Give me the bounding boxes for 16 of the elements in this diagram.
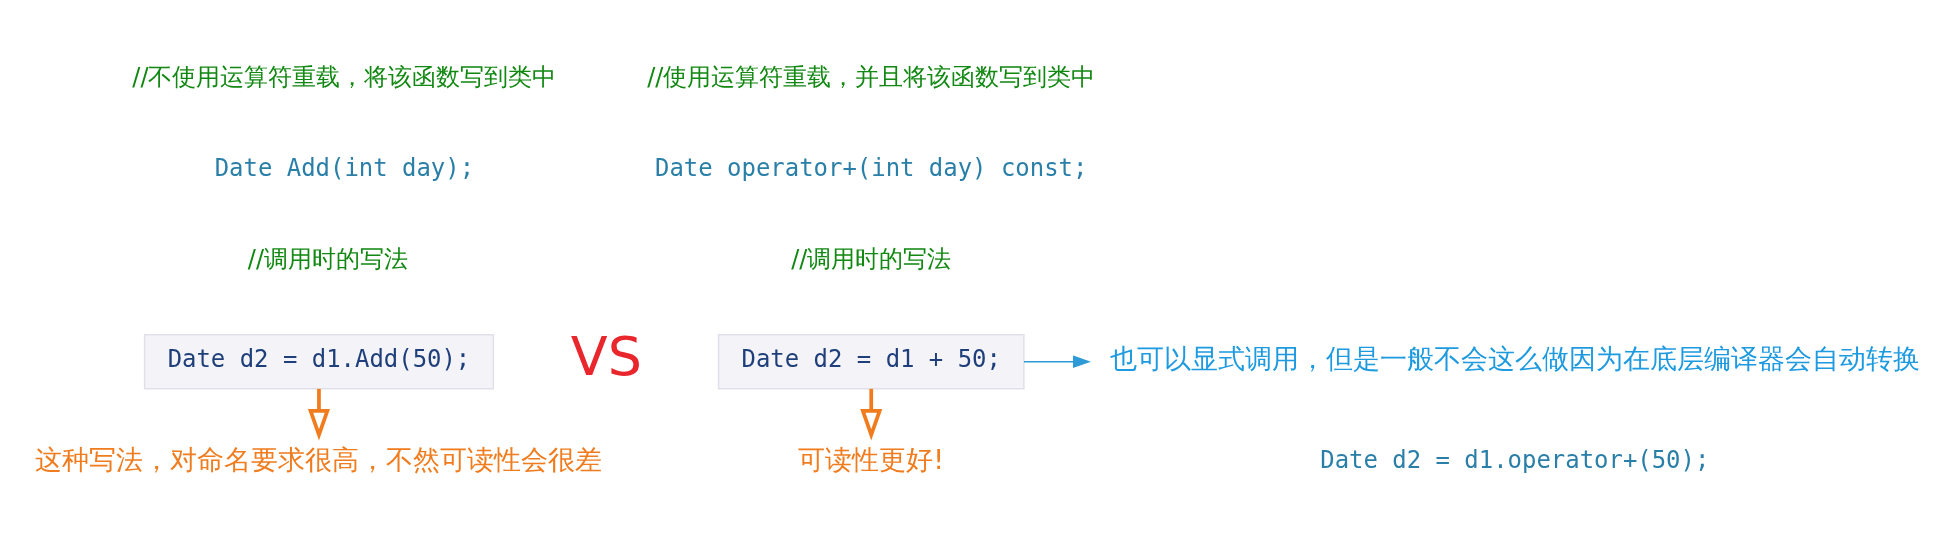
node-text: 这种写法，对命名要求很高，不然可读性会很差	[35, 443, 603, 475]
node-text: 也可以显式调用，但是一般不会这么做因为在底层编译器会自动转换	[1109, 343, 1920, 375]
label: //调用时的写法	[247, 245, 409, 274]
label: Date operator+(int day) const;	[655, 153, 1088, 182]
node-box: Date d2 = d1.Add(50);	[143, 334, 495, 390]
label: Date Add(int day);	[214, 153, 475, 182]
arrow	[1023, 355, 1091, 369]
label: //调用时的写法	[791, 245, 952, 274]
arrow	[307, 388, 330, 441]
node-text: 可读性更好!	[798, 443, 945, 475]
node-box: Date d2 = d1 + 50;	[717, 334, 1025, 390]
label: //不使用运算符重载，将该函数写到类中	[132, 62, 557, 91]
label: VS	[570, 324, 642, 388]
label: //使用运算符重载，并且将该函数写到类中	[647, 62, 1096, 91]
arrow	[860, 388, 883, 441]
label: Date d2 = d1.operator+(50);	[1320, 445, 1710, 474]
